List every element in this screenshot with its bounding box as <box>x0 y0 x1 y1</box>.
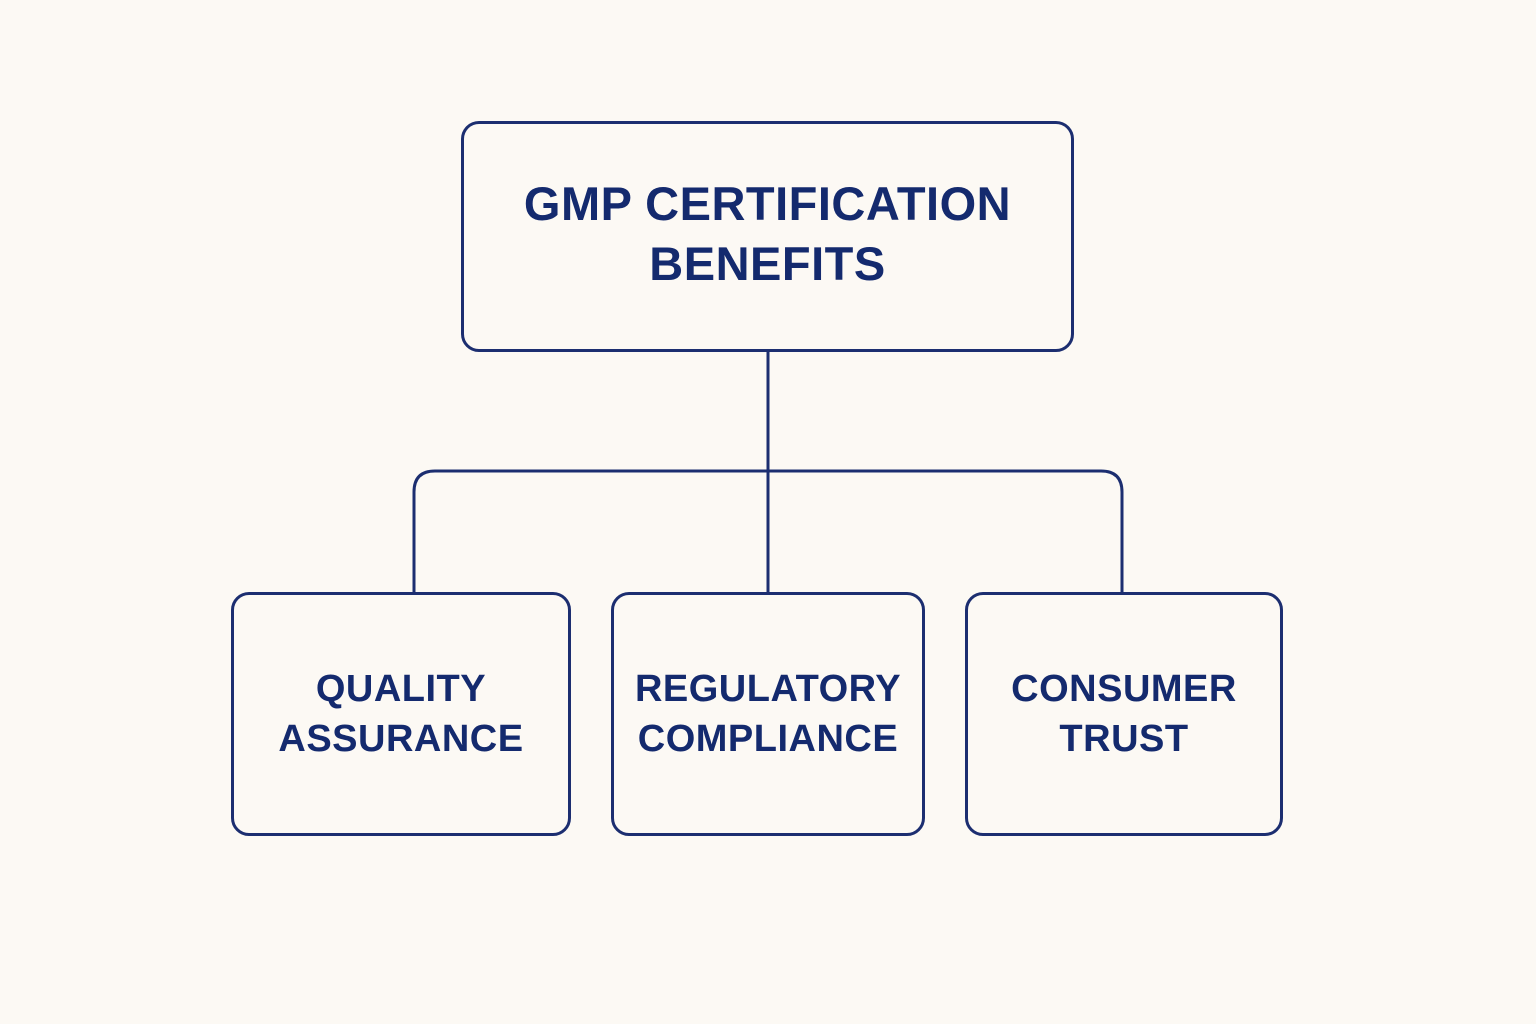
child-node-label: CONSUMER TRUST <box>1011 664 1237 764</box>
child-node-regulatory-compliance: REGULATORY COMPLIANCE <box>611 592 925 836</box>
child-node-quality-assurance: QUALITY ASSURANCE <box>231 592 571 836</box>
child-label-line-1: CONSUMER <box>1011 668 1237 710</box>
child-node-consumer-trust: CONSUMER TRUST <box>965 592 1283 836</box>
connector-horizontal-bar <box>412 469 1124 594</box>
child-label-line-2: ASSURANCE <box>278 718 524 760</box>
root-node-label: GMP CERTIFICATION BENEFITS <box>524 174 1011 294</box>
child-node-label: QUALITY ASSURANCE <box>278 664 523 764</box>
child-label-line-1: QUALITY <box>315 668 487 710</box>
child-label-line-1: REGULATORY <box>634 668 902 710</box>
root-label-line-1: GMP CERTIFICATION <box>523 176 1012 230</box>
root-label-line-2: BENEFITS <box>649 236 886 290</box>
child-label-line-2: COMPLIANCE <box>637 718 899 760</box>
root-node-gmp-certification-benefits: GMP CERTIFICATION BENEFITS <box>461 121 1074 352</box>
child-label-line-2: TRUST <box>1059 718 1189 760</box>
child-node-label: REGULATORY COMPLIANCE <box>635 664 901 764</box>
